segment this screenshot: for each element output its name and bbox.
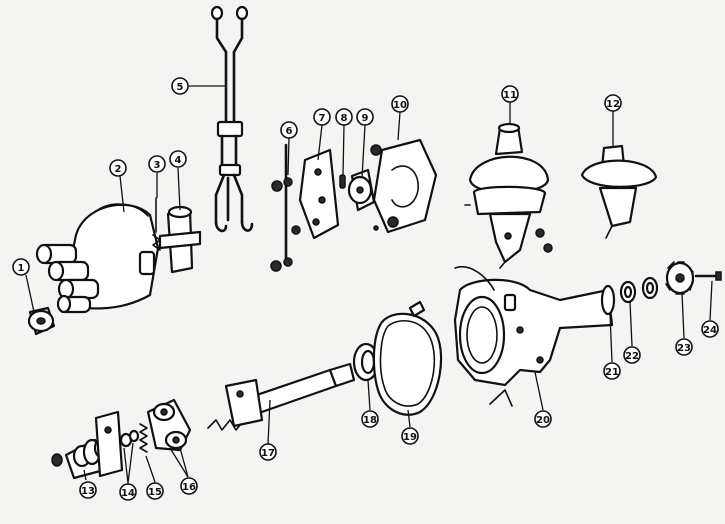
svg-text:12: 12	[606, 99, 620, 110]
part-11-vacuum-advancer	[464, 122, 553, 269]
svg-text:3: 3	[154, 160, 161, 171]
part-4-rotor	[158, 205, 202, 274]
callout-2: 2	[109, 159, 127, 177]
leader-lines	[25, 85, 713, 484]
part-8-pin	[339, 174, 346, 189]
callout-6: 6	[280, 121, 298, 139]
svg-text:21: 21	[605, 367, 619, 378]
svg-text:9: 9	[362, 113, 369, 124]
callout-10: 10	[391, 95, 409, 113]
svg-text:7: 7	[319, 113, 326, 124]
svg-text:6: 6	[286, 126, 293, 137]
callout-11: 11	[501, 85, 519, 103]
callout-16: 16	[180, 477, 198, 495]
callout-8: 8	[335, 108, 353, 126]
callout-4: 4	[169, 150, 187, 168]
callout-24: 24	[701, 320, 719, 338]
svg-text:10: 10	[393, 100, 407, 111]
svg-text:5: 5	[177, 82, 184, 93]
svg-text:20: 20	[536, 415, 550, 426]
part-16-governor-weights	[146, 398, 192, 452]
callout-7: 7	[313, 108, 331, 126]
part-7-breaker-plate	[298, 148, 340, 240]
svg-text:19: 19	[403, 432, 417, 443]
part-3-contact-spring	[152, 197, 161, 251]
svg-text:16: 16	[182, 482, 196, 493]
part-5-wiring-harness	[210, 5, 254, 233]
callout-14: 14	[119, 483, 137, 501]
callout-22: 22	[623, 346, 641, 364]
callout-17: 17	[259, 443, 277, 461]
part-24-pin	[694, 271, 722, 281]
part-6-breaker-link	[270, 143, 301, 272]
svg-text:1: 1	[18, 263, 25, 274]
svg-text:22: 22	[625, 351, 639, 362]
callout-19: 19	[401, 427, 419, 445]
part-22-washers	[619, 276, 659, 304]
svg-text:11: 11	[503, 90, 517, 101]
svg-text:2: 2	[115, 164, 122, 175]
part-1-rubber-cap	[27, 306, 56, 336]
svg-text:8: 8	[341, 113, 348, 124]
part-12-vacuum-advancer	[580, 144, 658, 239]
part-19-gasket	[372, 300, 443, 416]
svg-text:18: 18	[363, 415, 377, 426]
callout-5: 5	[171, 77, 189, 95]
svg-text:24: 24	[703, 325, 717, 336]
part-17-distributor-shaft	[207, 362, 356, 431]
part-15-governor-spring	[139, 423, 148, 453]
part-14-plate	[94, 410, 140, 478]
svg-text:17: 17	[261, 448, 275, 459]
callout-18: 18	[361, 410, 379, 428]
callout-21: 21	[603, 362, 621, 380]
part-21-collar	[600, 284, 616, 316]
callout-13: 13	[79, 481, 97, 499]
part-10-base-plate	[370, 138, 438, 234]
callout-23: 23	[675, 338, 693, 356]
callout-15: 15	[146, 482, 164, 500]
svg-text:14: 14	[121, 488, 135, 499]
part-23-drive-gear	[665, 261, 695, 295]
part-9-signal-rotor	[347, 168, 376, 212]
svg-text:13: 13	[81, 486, 95, 497]
svg-text:15: 15	[148, 487, 162, 498]
callout-3: 3	[148, 155, 166, 173]
callout-1: 1	[12, 258, 30, 276]
callout-20: 20	[534, 410, 552, 428]
svg-text:4: 4	[175, 155, 182, 166]
part-20-housing	[453, 265, 614, 407]
svg-text:23: 23	[677, 343, 691, 354]
part-2-distributor-cap	[35, 203, 160, 314]
callout-12: 12	[604, 94, 622, 112]
callout-9: 9	[356, 108, 374, 126]
